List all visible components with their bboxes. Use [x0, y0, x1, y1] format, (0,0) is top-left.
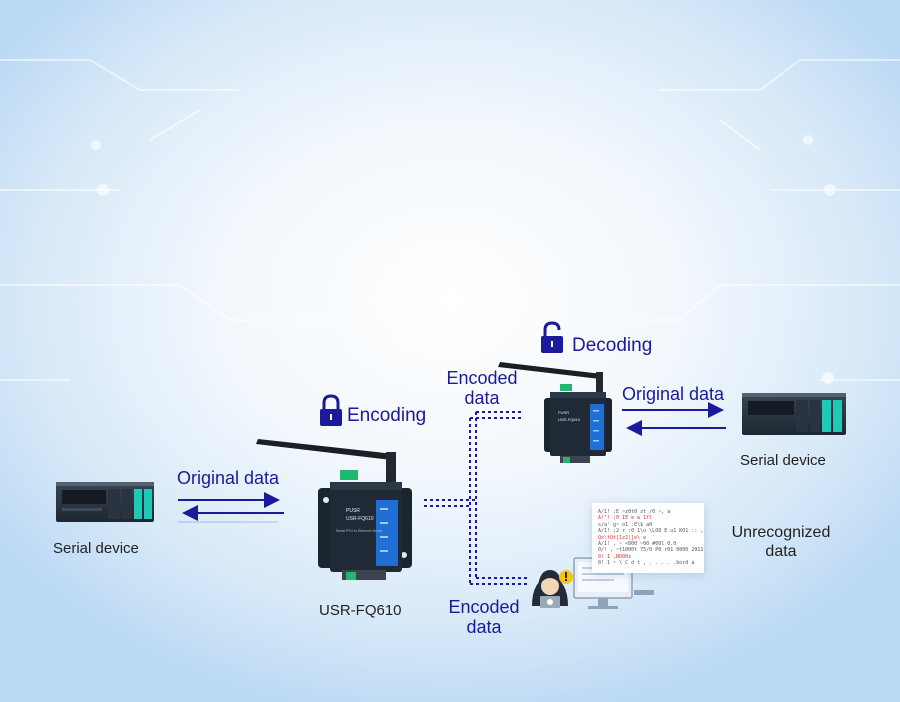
decoder-brand-text: PUSR	[558, 410, 569, 415]
encoded-data-link	[424, 411, 530, 585]
left-device-label: Serial device	[53, 540, 139, 557]
upper-encoded-label: Encoded data	[436, 368, 528, 408]
right-serial-device-icon	[742, 393, 846, 435]
lower-encoded-line2: data	[466, 617, 502, 637]
encoding-label: Encoding	[347, 405, 427, 426]
garbled-line: A/1! , ~ <000 ~00 #00l 0.0	[598, 541, 677, 548]
garbled-line: 0! 1 ,N000z	[598, 553, 632, 560]
warning-icon	[559, 570, 573, 584]
left-data-arrows	[178, 492, 284, 521]
hacker-icon	[532, 570, 568, 608]
lock-open-icon	[541, 321, 563, 353]
unrecognized-line2: data	[765, 543, 797, 560]
garbled-line: A/1! :E ~z0t0 zt /0 ~, a	[598, 509, 671, 515]
decoding-label: Decoding	[572, 335, 653, 356]
right-flow-label: Original data	[622, 384, 725, 404]
right-data-arrows	[622, 402, 726, 436]
encoder-sub-text: Serial RTU to Ethernet Server	[336, 529, 383, 533]
unrecognized-label: Unrecognized data	[718, 523, 844, 561]
background-circuit-dots	[91, 135, 836, 384]
background-circuit-lines	[0, 59, 900, 381]
encoder-panel-text: USR-FQ610	[346, 516, 374, 522]
garbled-line: 0/! , ~t1000t 75/0 P0 r01 0000 2011 u2	[598, 547, 704, 554]
lock-closed-icon	[320, 394, 342, 426]
encoder-model-label: USR-FQ610	[319, 602, 402, 619]
encoder-device-icon	[256, 439, 412, 580]
garbled-line: A!"! ;0 IE e w 1fl	[598, 515, 653, 522]
encoder-brand-text: PUSR	[346, 508, 360, 514]
lower-encoded-line1: Encoded	[448, 597, 520, 617]
left-flow-label: Original data	[177, 468, 280, 488]
upper-encoded-line1: Encoded	[446, 368, 518, 388]
lower-encoded-label: Encoded data	[438, 597, 530, 637]
decoder-panel-text: USR-FQ610	[558, 417, 581, 422]
unrecognized-line1: Unrecognized	[731, 524, 831, 541]
left-serial-device-icon	[56, 482, 154, 522]
right-device-label: Serial device	[740, 452, 826, 469]
upper-encoded-line2: data	[464, 388, 500, 408]
garbled-line: s/a' g~ o1 :E\$ a0	[598, 521, 653, 528]
garbled-line: Qx\tQt[1z2|[e\ e	[598, 534, 647, 541]
garbled-line: A/1! ;2 r :0 1\o \LO0 E u1 K01 :: , 1s	[598, 528, 704, 535]
garbled-line: 0! 1 ~ \ C d t , . . . . .bord a	[598, 560, 695, 567]
decoder-device-icon	[498, 362, 612, 463]
